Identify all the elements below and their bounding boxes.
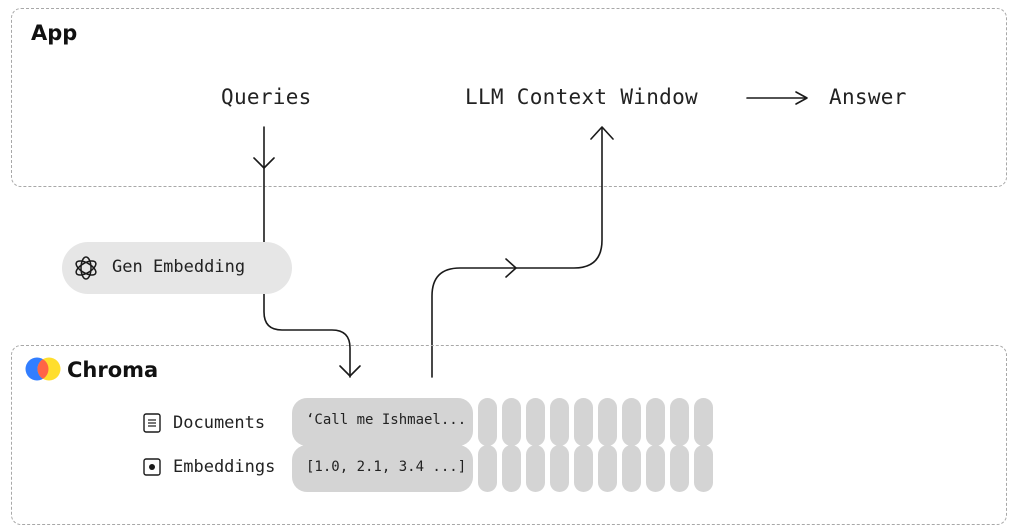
embedding-column-cell [646,445,665,492]
chroma-title: Chroma [67,358,159,382]
queries-arrow-head-lower [339,365,361,377]
queries-arrow-head-upper [253,157,275,169]
embedding-column-cell [502,445,521,492]
context-arrow-head [590,126,614,140]
flow-arrows [253,91,808,378]
document-column-cell [694,398,713,446]
embedding-column-cell [598,445,617,492]
document-column-cell [598,398,617,446]
openai-icon [75,256,97,280]
chroma-logo-icon [25,357,61,381]
context-arrow-mid-head [505,258,517,278]
embedding-column-cell [478,445,497,492]
embedding-column-cell [550,445,569,492]
document-column-cell [478,398,497,446]
embedding-column-cell [526,445,545,492]
document-column-cell [670,398,689,446]
queries-to-chroma-arrow [263,126,351,378]
document-column-cell [502,398,521,446]
embedding-column-cell [670,445,689,492]
embedding-cell: [1.0, 2.1, 3.4 ...] [292,445,473,492]
gen-embedding-step: Gen Embedding [62,242,292,294]
gen-embedding-label: Gen Embedding [112,257,246,277]
embeddings-label: Embeddings [173,457,276,477]
document-column-cell [550,398,569,446]
document-column-cell [526,398,545,446]
app-title: App [31,21,78,45]
context-window-node: LLM Context Window [465,85,698,109]
documents-label: Documents [173,413,266,433]
embedding-icon [143,458,161,476]
document-cell: ‘Call me Ishmael... [292,398,473,446]
queries-node: Queries [221,85,312,109]
document-column-cell [622,398,641,446]
answer-arrow-head [795,91,808,105]
chroma-to-context-arrow [431,127,603,378]
document-column-cell [574,398,593,446]
embedding-column-cell [574,445,593,492]
app-container [11,8,1007,187]
embedding-column-cell [622,445,641,492]
answer-node: Answer [829,85,907,109]
document-icon [143,413,161,433]
embedding-column-cell [694,445,713,492]
document-column-cell [646,398,665,446]
document-cell-text: ‘Call me Ishmael... [306,412,467,428]
embedding-cell-text: [1.0, 2.1, 3.4 ...] [306,459,467,475]
